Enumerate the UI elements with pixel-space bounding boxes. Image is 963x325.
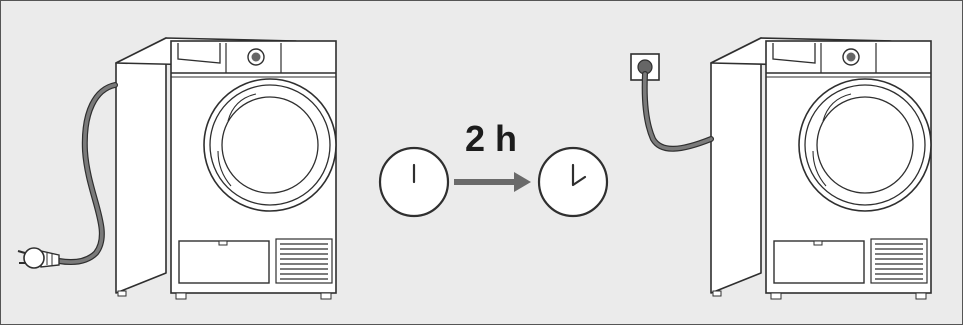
clock-start-icon <box>380 148 448 216</box>
dryer-unplugged-icon <box>116 38 336 299</box>
wait-time-label: 2 h <box>465 118 517 159</box>
right-arrow-icon <box>454 172 531 192</box>
dryer-plugged-in-icon <box>711 38 931 299</box>
clock-end-icon <box>539 148 607 216</box>
connected-power-cable <box>645 74 711 149</box>
power-plug-icon <box>18 248 59 268</box>
